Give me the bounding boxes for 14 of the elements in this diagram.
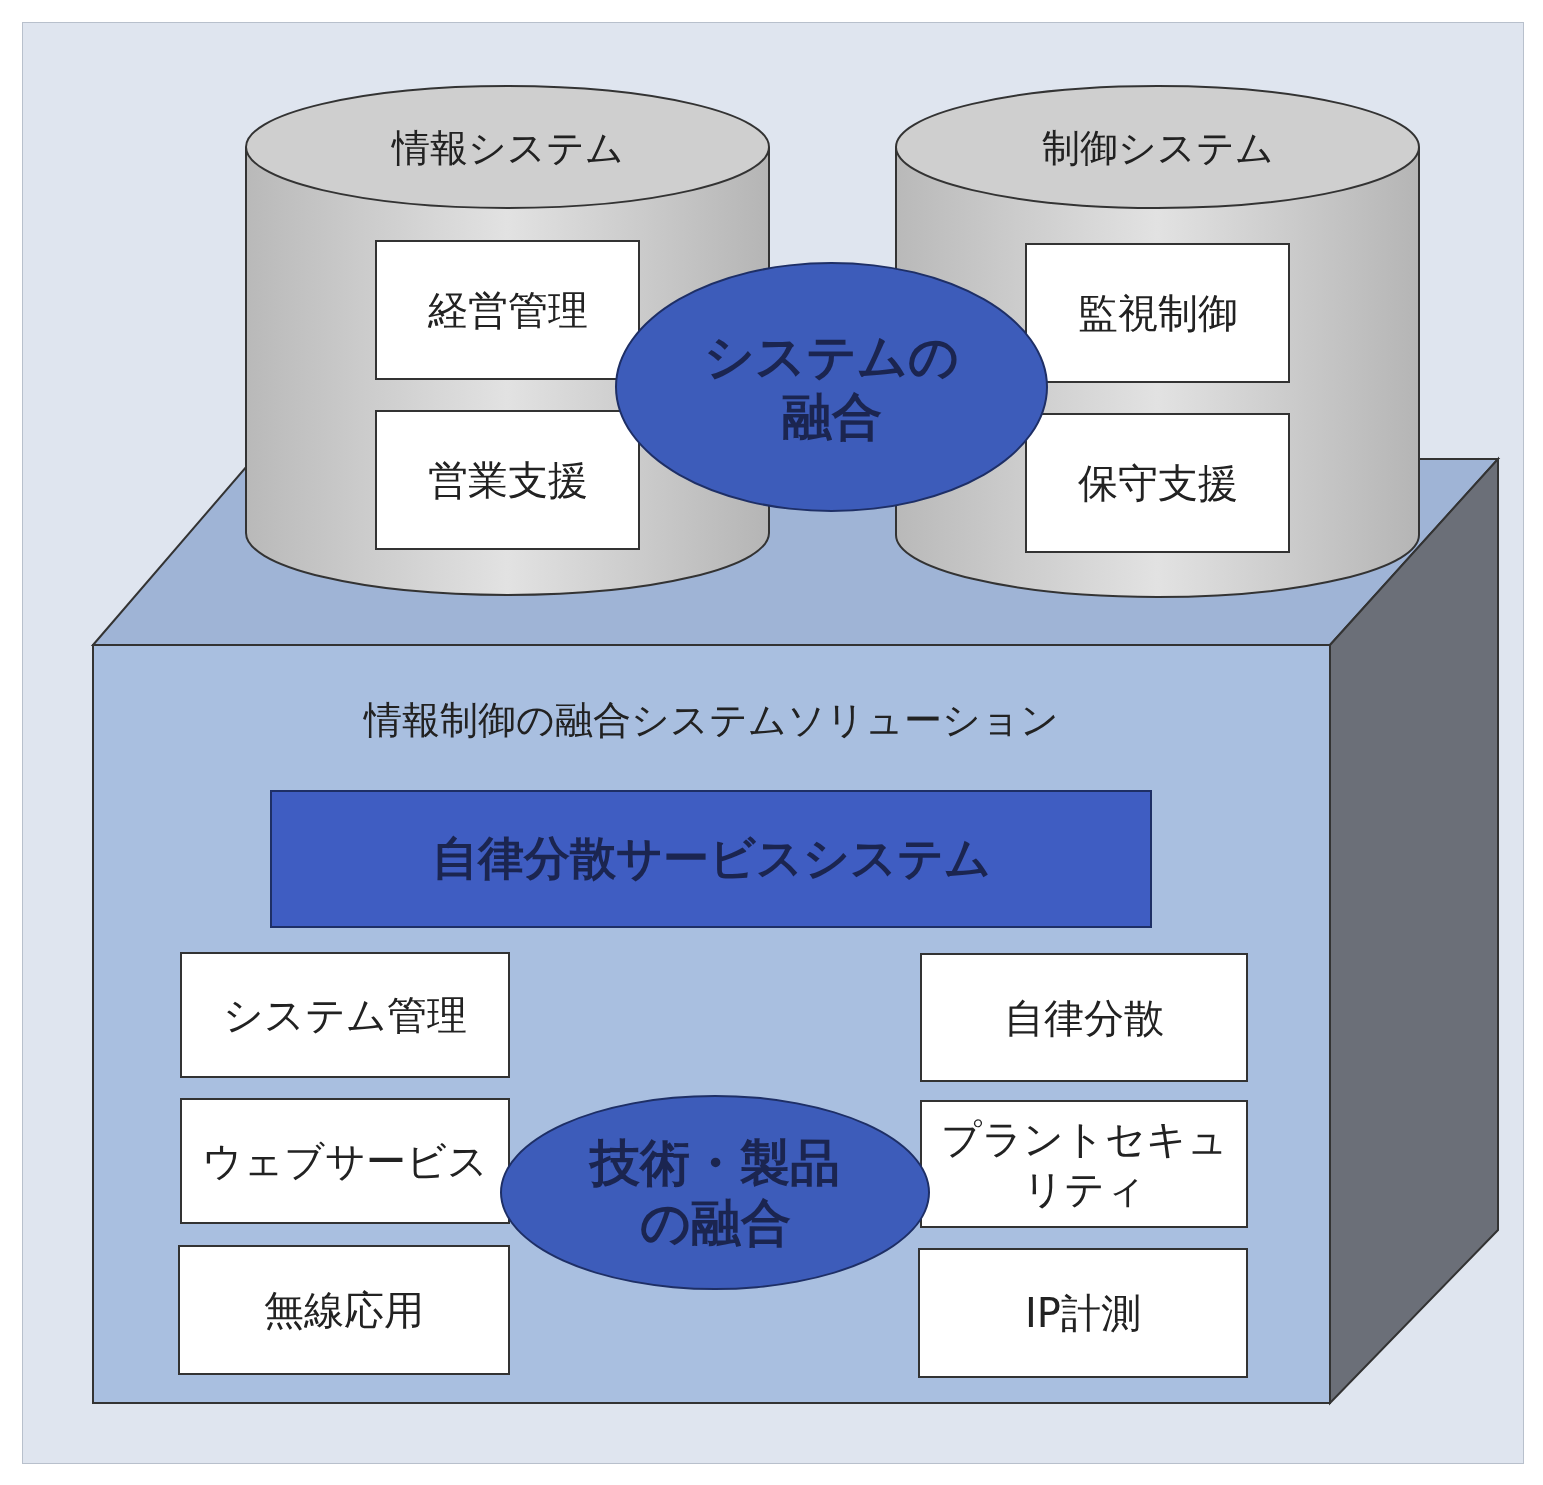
module-box: システム管理 — [180, 952, 510, 1078]
module-box: 自律分散 — [920, 953, 1248, 1082]
module-box: ウェブサービス — [180, 1098, 510, 1224]
module-box: 監視制御 — [1025, 243, 1290, 383]
module-box: 経営管理 — [375, 240, 640, 380]
module-box: プラントセキュリティ — [920, 1100, 1248, 1228]
cylinder-title: 情報システム — [390, 125, 625, 172]
module-box: 無線応用 — [178, 1245, 510, 1375]
module-box: IP計測 — [918, 1248, 1248, 1378]
cube-title: 情報制御の融合システムソリューション — [362, 697, 1060, 744]
module-box: 営業支援 — [375, 410, 640, 550]
module-box: 保守支援 — [1025, 413, 1290, 553]
cylinder-title: 制御システム — [1040, 125, 1275, 172]
service-system-bar: 自律分散サービスシステム — [270, 790, 1152, 928]
